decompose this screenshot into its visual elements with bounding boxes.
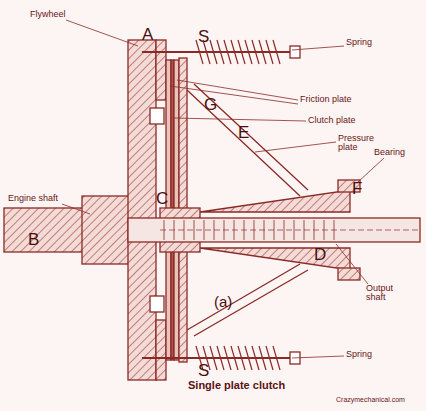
spring-coil bbox=[231, 346, 238, 370]
spline bbox=[324, 220, 325, 240]
part-name: Crazymechanical.com bbox=[336, 396, 405, 403]
spline bbox=[334, 220, 335, 240]
spring-coil bbox=[273, 40, 280, 64]
spring-coil bbox=[224, 40, 231, 64]
part-name: Spring bbox=[346, 38, 372, 47]
spring-coil bbox=[245, 346, 252, 370]
spline bbox=[314, 220, 315, 240]
spline bbox=[174, 220, 175, 240]
part-name: Output shaft bbox=[366, 284, 406, 303]
spline bbox=[294, 220, 295, 240]
spline bbox=[194, 220, 195, 240]
pressure-plate-arm bbox=[187, 84, 308, 196]
sleeve bbox=[200, 190, 350, 212]
bolt bbox=[150, 296, 164, 312]
spring-coil bbox=[266, 346, 273, 370]
spline bbox=[214, 220, 215, 240]
flywheel-rim bbox=[156, 320, 166, 380]
spline bbox=[284, 220, 285, 240]
part-letter: (a) bbox=[214, 294, 232, 310]
spline bbox=[264, 220, 265, 240]
spring-coil bbox=[217, 346, 224, 370]
flywheel-rim bbox=[156, 40, 166, 100]
engine-shaft bbox=[4, 208, 90, 252]
spring-coil bbox=[273, 346, 280, 370]
part-letter: B bbox=[28, 231, 39, 249]
part-letter: A bbox=[142, 26, 153, 44]
part-name: Bearing bbox=[374, 148, 405, 157]
spring-coil bbox=[259, 40, 266, 64]
part-name: Engine shaft bbox=[8, 194, 58, 203]
spline bbox=[224, 220, 225, 240]
spring-coil bbox=[210, 346, 217, 370]
nut bbox=[290, 46, 300, 58]
part-letter: E bbox=[238, 124, 249, 142]
spring-coil bbox=[217, 40, 224, 64]
part-letter: F bbox=[352, 180, 362, 198]
spline bbox=[234, 220, 235, 240]
spring-coil bbox=[210, 40, 217, 64]
spring-coil bbox=[266, 40, 273, 64]
part-letter: C bbox=[156, 190, 168, 208]
part-letter: S bbox=[198, 362, 209, 380]
spline bbox=[184, 220, 185, 240]
spring-coil bbox=[238, 40, 245, 64]
spline bbox=[164, 220, 165, 240]
spring-coil bbox=[259, 346, 266, 370]
part-name: Spring bbox=[346, 350, 372, 359]
hub bbox=[82, 196, 130, 264]
spring-coil bbox=[252, 40, 259, 64]
spline bbox=[244, 220, 245, 240]
output-shaft bbox=[128, 218, 420, 242]
spline bbox=[304, 220, 305, 240]
spring-coil bbox=[231, 40, 238, 64]
part-name: Flywheel bbox=[30, 10, 66, 19]
spline bbox=[274, 220, 275, 240]
flywheel bbox=[128, 40, 156, 380]
spring-coil bbox=[245, 40, 252, 64]
spline bbox=[254, 220, 255, 240]
part-letter: S bbox=[198, 28, 209, 46]
leader-lines bbox=[62, 20, 384, 358]
part-letter: G bbox=[204, 96, 217, 114]
part-name: Clutch plate bbox=[308, 116, 356, 125]
spline bbox=[204, 220, 205, 240]
sleeve bbox=[200, 248, 350, 270]
spring-coil bbox=[224, 346, 231, 370]
part-name: Friction plate bbox=[300, 95, 352, 104]
part-letter: D bbox=[314, 246, 326, 264]
centre-line bbox=[160, 230, 420, 231]
spring-coil bbox=[238, 346, 245, 370]
bolt bbox=[150, 108, 164, 124]
spring-coil bbox=[252, 346, 259, 370]
pressure-plate-arm bbox=[187, 264, 308, 336]
caption: Single plate clutch bbox=[188, 380, 285, 392]
